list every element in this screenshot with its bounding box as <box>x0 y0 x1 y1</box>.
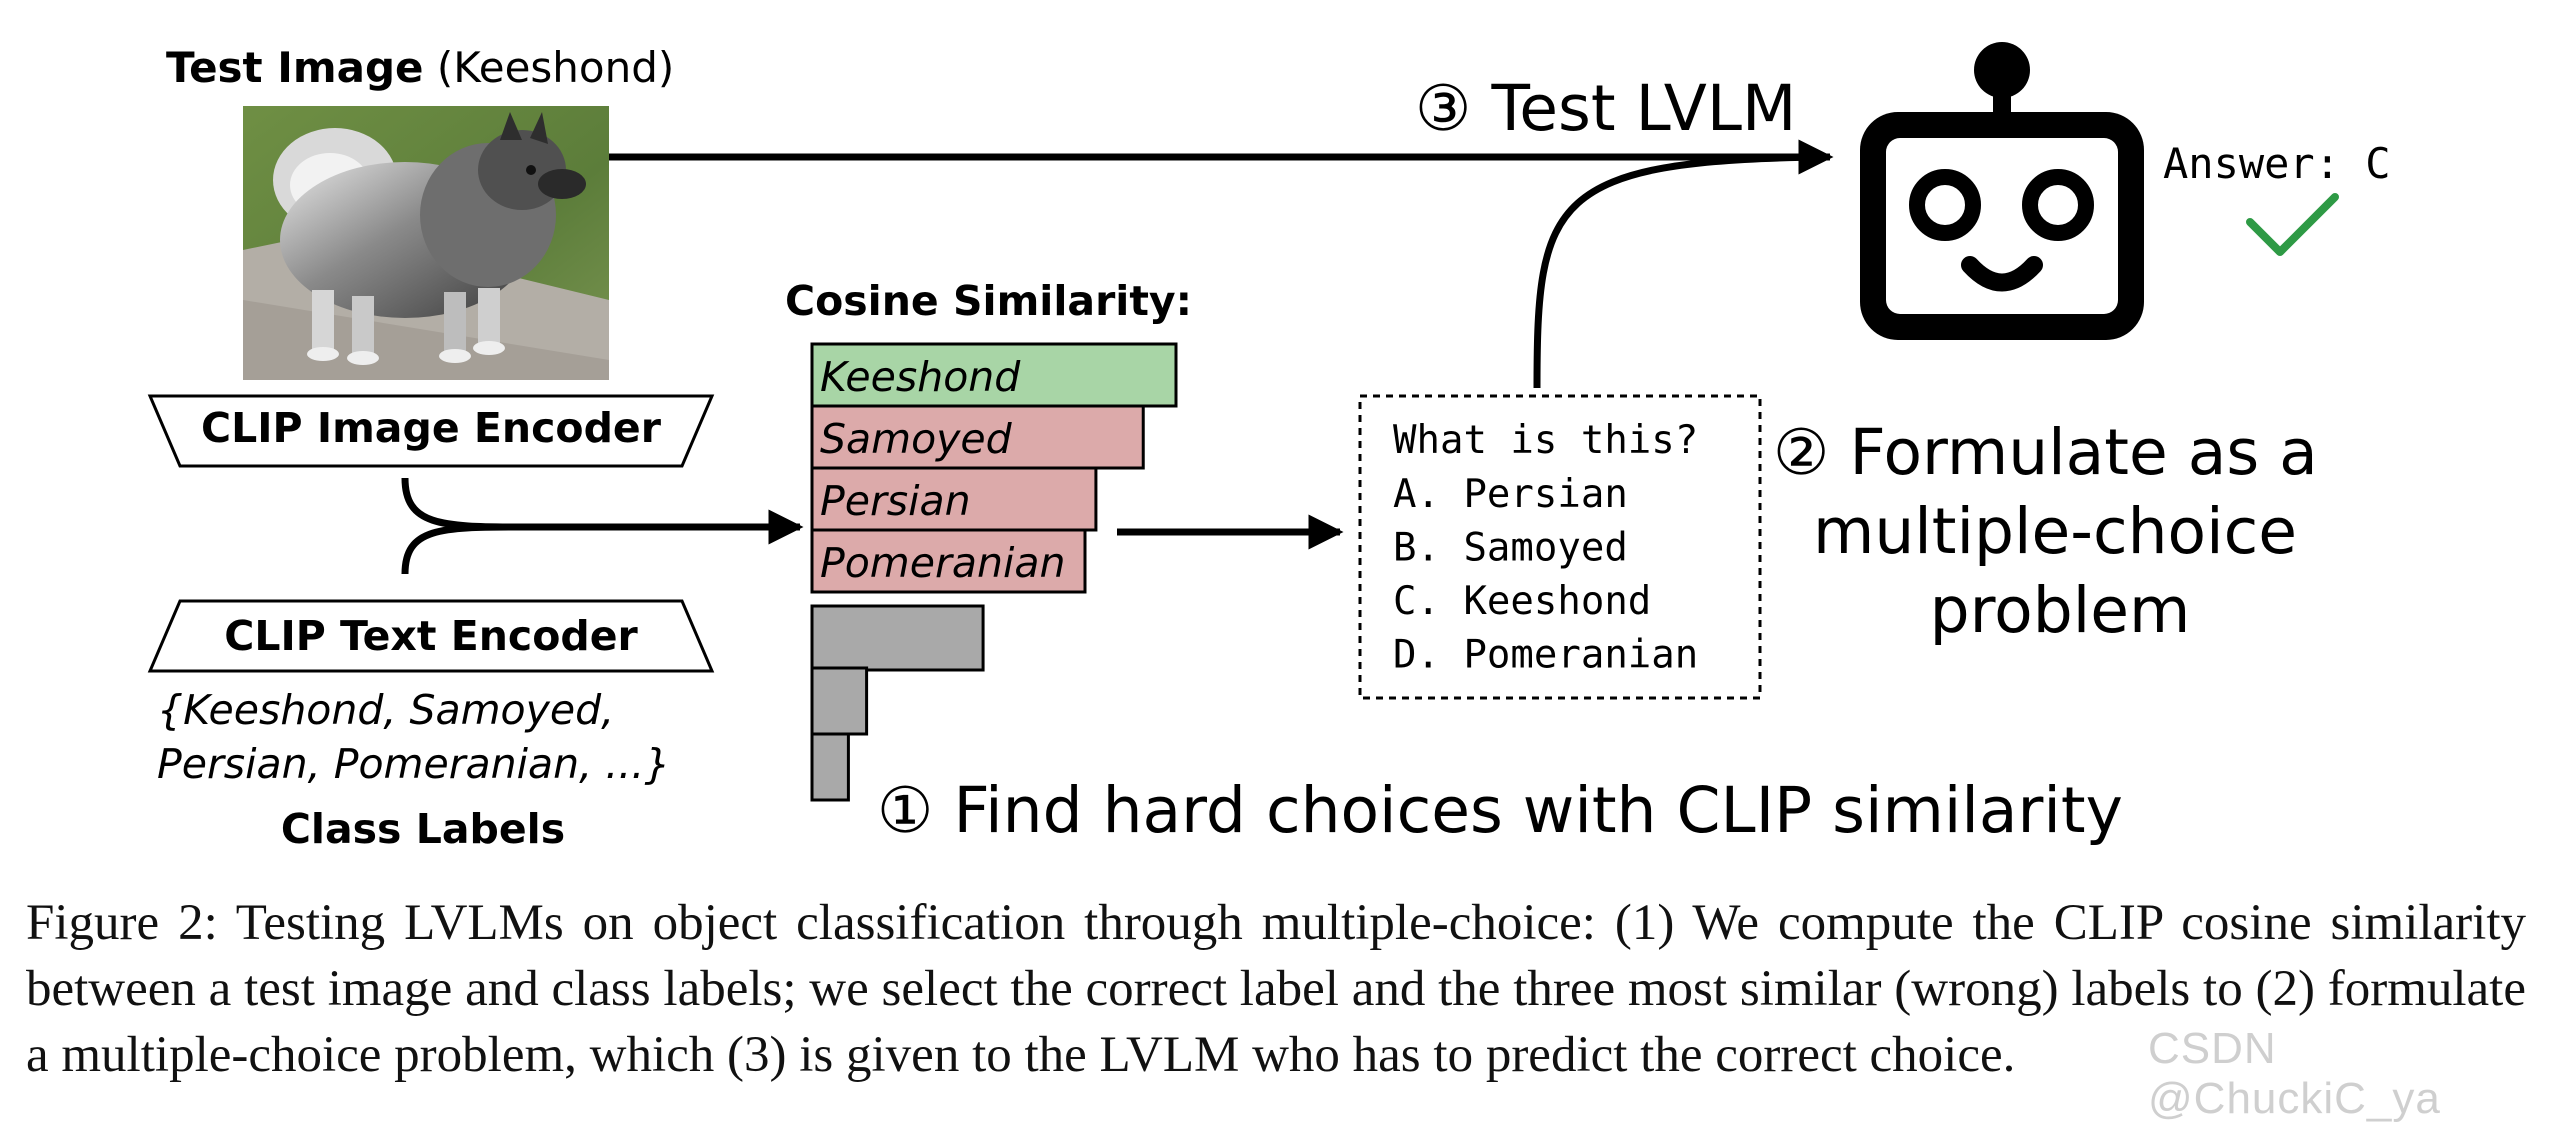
question-box <box>1358 394 1762 700</box>
figure-caption: Figure 2: Testing LVLMs on object classi… <box>26 895 2526 1083</box>
clip-image-encoder-shape <box>147 394 715 468</box>
step2-label-line1: ② Formulate as a <box>1773 416 2318 489</box>
clip-text-encoder-label: CLIP Text Encoder <box>224 612 638 660</box>
similarity-bar-2 <box>810 404 1145 470</box>
step2-label-line2: multiple-choice <box>1813 495 2297 568</box>
similarity-bar-label: Samoyed <box>820 415 1013 463</box>
robot-icon <box>1860 42 2144 340</box>
clip-image-encoder-label: CLIP Image Encoder <box>201 404 662 452</box>
question-option: D. Pomeranian <box>1393 633 1698 678</box>
step2-label-line3: problem <box>1930 574 2191 647</box>
cosine-similarity-title: Cosine Similarity: <box>785 277 1192 325</box>
similarity-bar-5 <box>810 604 985 672</box>
test-image-photo <box>243 106 609 380</box>
step3-label: ③ Test LVLM <box>1415 72 1796 145</box>
step1-label: ① Find hard choices with CLIP similarity <box>877 774 2123 847</box>
question-option: B. Samoyed <box>1393 526 1628 571</box>
test-image-title: Test Image (Keeshond) <box>166 43 674 92</box>
similarity-bar-7 <box>810 732 850 802</box>
encoders-to-similarity-arrow <box>401 477 804 545</box>
similarity-bar-3 <box>810 466 1098 532</box>
similarity-bar-6 <box>810 666 869 736</box>
clip-text-encoder-shape <box>147 599 715 673</box>
question-prompt: What is this? <box>1393 418 1698 463</box>
lvlm-answer: Answer: C <box>2163 139 2391 188</box>
similarity-bar-label: Keeshond <box>820 353 1021 401</box>
question-to-lvlm-curve <box>1533 153 1826 389</box>
question-options: A. Persian B. Samoyed C. Keeshond D. Pomera… <box>1393 472 1698 678</box>
similarity-bar-label: Pomeranian <box>820 539 1065 587</box>
watermark: CSDN @ChuckiC_ya <box>2148 1024 2441 1123</box>
similarity-bar-label: Persian <box>820 477 971 525</box>
class-labels-title: Class Labels <box>281 805 565 853</box>
question-option: A. Persian <box>1393 472 1628 517</box>
similarity-bar-4 <box>810 528 1087 594</box>
check-icon <box>2246 193 2339 256</box>
class-labels-line2: Persian, Pomeranian, ...} <box>157 740 670 788</box>
class-labels-line1: {Keeshond, Samoyed, <box>157 686 614 734</box>
text-encoder-merge-curve <box>401 523 521 575</box>
question-option: C. Keeshond <box>1393 579 1651 624</box>
